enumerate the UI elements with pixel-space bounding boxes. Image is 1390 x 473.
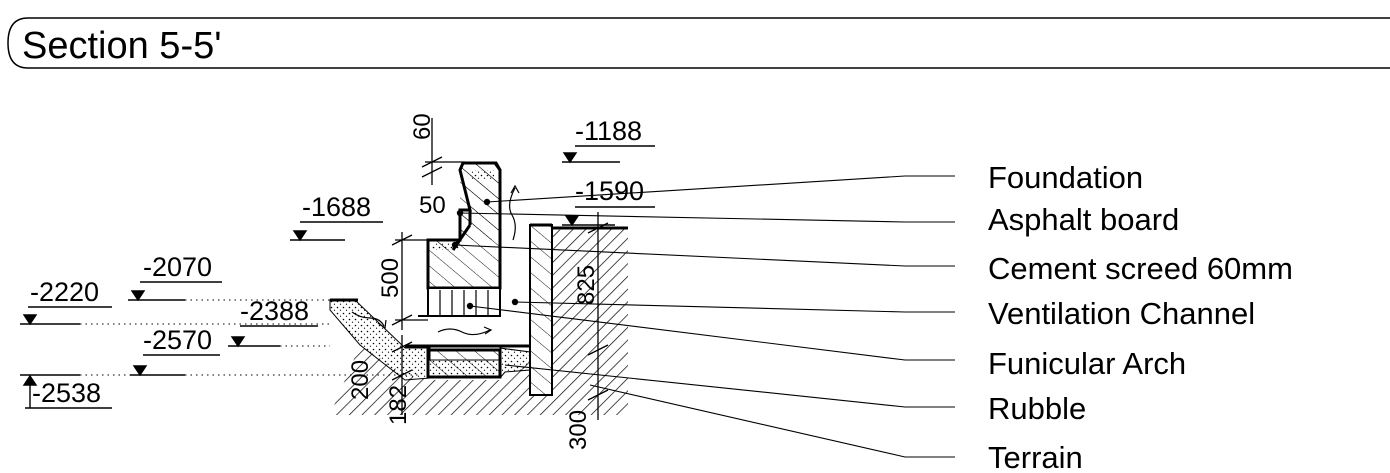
elevation-2538: -2538 <box>32 378 101 408</box>
elevation-1188: -1188 <box>575 116 642 146</box>
elevation-labels: -1188 -1590 -1688 -2070 -2220 -2388 -257… <box>30 116 644 408</box>
elevation-2388: -2388 <box>240 296 309 326</box>
foundation-body <box>405 161 530 379</box>
dimension-200: 200 <box>347 360 374 400</box>
label-list: Foundation Asphalt board Cement screed 6… <box>988 160 1293 473</box>
elevation-1688: -1688 <box>302 192 371 222</box>
dimension-lines <box>391 118 609 420</box>
dimension-825: 825 <box>573 265 600 305</box>
dimension-50: 50 <box>419 192 446 219</box>
title-frame <box>7 17 1390 69</box>
retaining-wall <box>529 223 553 396</box>
elevation-2570: -2570 <box>143 325 212 355</box>
elevation-2070: -2070 <box>143 252 212 282</box>
dimension-labels: 60 50 500 825 200 182 300 <box>347 113 600 450</box>
label-rubble: Rubble <box>988 391 1086 426</box>
projection-lines <box>80 299 420 376</box>
section-title: Section 5-5' <box>22 25 221 67</box>
label-terrain: Terrain <box>988 440 1083 473</box>
elevation-2220: -2220 <box>30 277 99 307</box>
label-funicular-arch: Funicular Arch <box>988 346 1186 381</box>
leader-lines <box>454 175 955 458</box>
label-foundation: Foundation <box>988 160 1143 195</box>
label-ventilation-channel: Ventilation Channel <box>988 296 1255 331</box>
terrain-hatch <box>330 226 628 415</box>
dimension-300: 300 <box>565 410 592 450</box>
elevation-1590: -1590 <box>575 176 644 206</box>
dimension-500: 500 <box>377 258 404 298</box>
label-asphalt-board: Asphalt board <box>988 202 1179 237</box>
airflow-arrows <box>351 184 520 336</box>
elevation-markers <box>20 145 655 409</box>
label-cement-screed: Cement screed 60mm <box>988 251 1293 286</box>
dimension-60: 60 <box>409 113 436 140</box>
dimension-182: 182 <box>385 385 412 425</box>
